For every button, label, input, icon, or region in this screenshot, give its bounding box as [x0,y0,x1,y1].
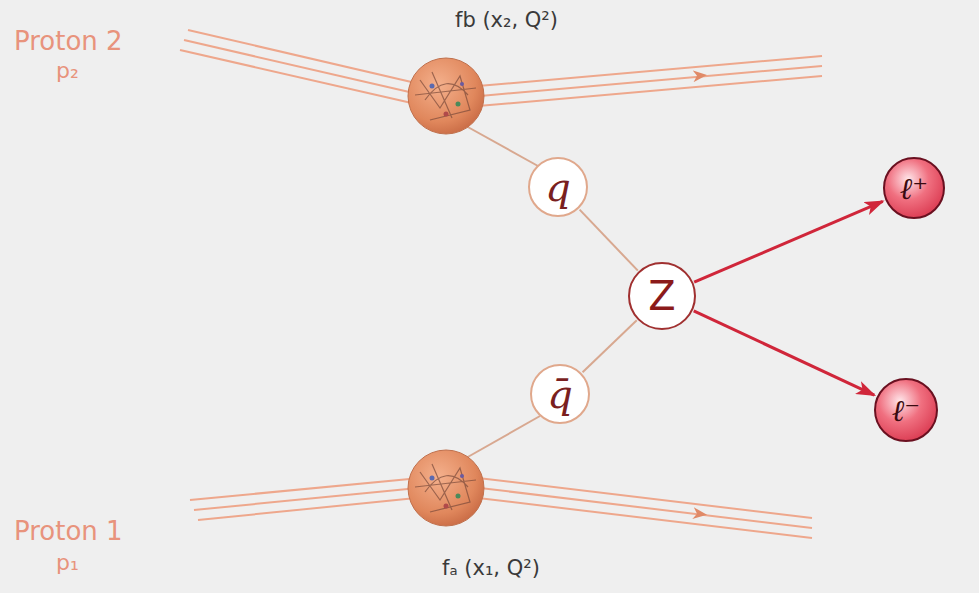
proton-blob [408,450,484,526]
decay-arrow [694,311,875,395]
node-text: q [545,164,571,210]
parton-line [466,416,540,458]
parton-line [466,126,538,166]
proton-blob [408,58,484,134]
quark-circle: q [528,157,589,218]
node-text: ℓ⁺ [900,171,928,206]
proton-1-arrow [650,508,700,514]
proton-1-lines [190,478,812,538]
node-text: q̄ [547,371,573,417]
proton-label: Proton 2 [14,26,123,56]
node-text: Z [648,273,675,319]
proton-2-lines [180,30,822,106]
pdf-label: fₐ (x₁, Q²) [442,556,540,580]
proton-label: Proton 1 [14,516,123,546]
decay-arrow [694,201,883,282]
pdf-label: fb (x₂, Q²) [455,8,558,32]
momentum-label: p₁ [56,550,79,575]
antiquark-circle: q̄ [530,364,591,425]
lepton-circle: ℓ⁺ [883,157,945,219]
propagator-line [580,210,638,271]
propagator-line [583,320,637,372]
lepton-circle: ℓ⁻ [874,378,938,442]
z-boson-circle: Z [628,262,696,330]
node-text: ℓ⁻ [892,393,920,428]
momentum-label: p₂ [56,58,79,83]
proton-2-arrow [650,76,700,80]
